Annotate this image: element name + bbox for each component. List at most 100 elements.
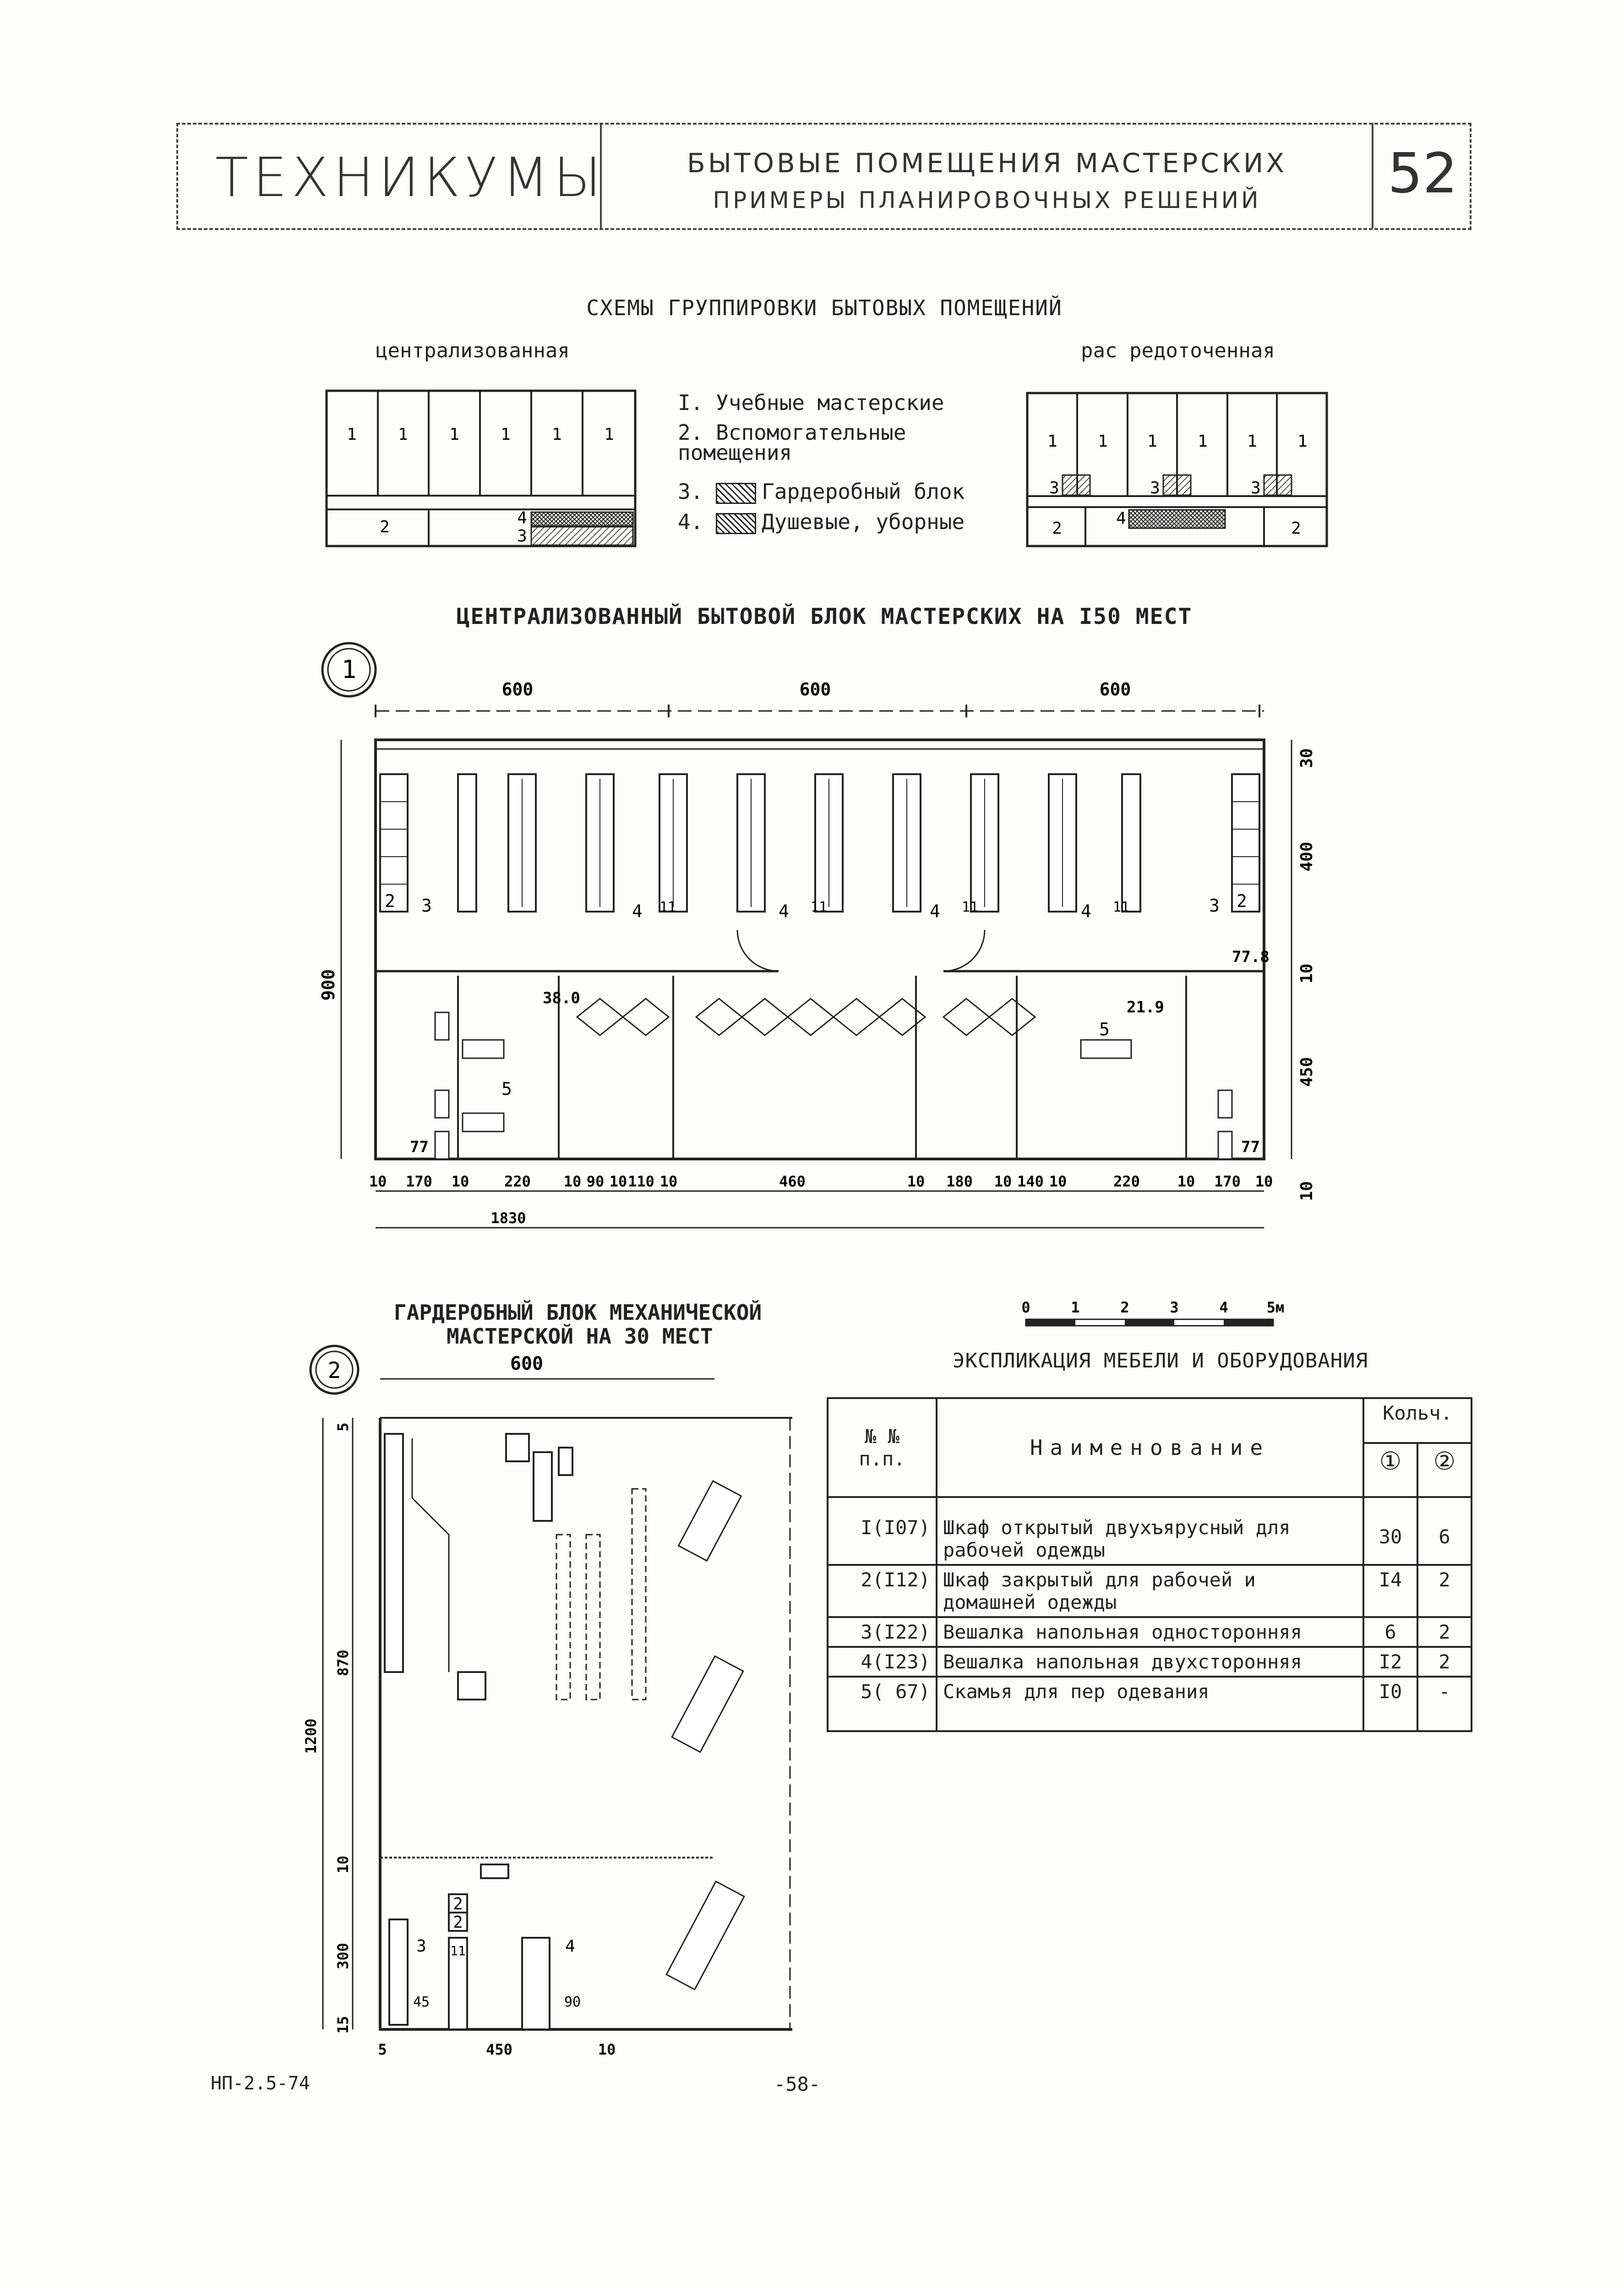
legend-text-4: Душевые, уборные bbox=[762, 509, 965, 534]
plan2-label-4: 4 bbox=[565, 1937, 575, 1956]
plan1-bottom-dim-15: 10 bbox=[1049, 1173, 1067, 1190]
scheme-left-cell-5: 1 bbox=[552, 425, 562, 444]
plan2-bottom-dim-3: 10 bbox=[598, 2041, 616, 2058]
scheme-right-mark-3a: 3 bbox=[1049, 479, 1059, 497]
scheme-left-cell-1: 1 bbox=[347, 425, 357, 444]
scheme-left-caption: централизованная bbox=[376, 339, 570, 362]
row-name: Скамья для пер одевания bbox=[936, 1676, 1364, 1732]
legend-text-3: Гардеробный блок bbox=[762, 479, 965, 504]
row-q2: - bbox=[1417, 1676, 1472, 1732]
sheet-number: 52 bbox=[1388, 142, 1458, 206]
scheme-left-cell-3: 1 bbox=[449, 425, 459, 444]
row-q2: 2 bbox=[1417, 1646, 1472, 1678]
plan2-left-dim-5: 15 bbox=[334, 2016, 352, 2034]
plan2-title-line2: МАСТЕРСКОЙ НА 30 МЕСТ bbox=[447, 1324, 713, 1349]
explication-subheader-row: ① ② bbox=[828, 1442, 1472, 1498]
plan2-marker: 2 bbox=[328, 1358, 341, 1383]
plan2-label-2b: 2 bbox=[453, 1913, 463, 1932]
row-num: 5( 67) bbox=[827, 1676, 937, 1732]
plan1-top-dim-2: 600 bbox=[800, 679, 831, 700]
scale-label-0: 0 bbox=[1021, 1299, 1030, 1316]
plan2-left-dim-2: 870 bbox=[334, 1650, 352, 1676]
row-name: Вешалка напольная односторонняя bbox=[936, 1616, 1364, 1648]
plan2-label-45: 45 bbox=[413, 1994, 430, 2010]
plan1-bottom-dim-13: 10 bbox=[994, 1173, 1012, 1190]
plan1-bottom-dim-16: 220 bbox=[1113, 1173, 1140, 1190]
table-row: 2(I12) Шкаф закрытый для рабочей и домаш… bbox=[827, 1564, 1472, 1618]
legend-item-3: 3. Гардеробный блок bbox=[678, 479, 965, 504]
plan2-drawing: 2 600 2 2 3 4 11 45 90 bbox=[302, 1345, 792, 2058]
row-q2: 2 bbox=[1417, 1564, 1472, 1618]
row-name: Вешалка напольная двухсторонняя bbox=[936, 1646, 1364, 1678]
scheme-right-aux-right: 2 bbox=[1291, 519, 1301, 538]
plan1-label-5b: 5 bbox=[1099, 1019, 1110, 1039]
plan1-bottom-dim-8: 110 bbox=[628, 1173, 654, 1190]
plan1-label-11a: 11 bbox=[659, 899, 676, 915]
plan2-title-line1: ГАРДЕРОБНЫЙ БЛОК МЕХАНИЧЕСКОЙ bbox=[394, 1300, 762, 1325]
header-title-line1: БЫТОВЫЕ ПОМЕЩЕНИЯ МАСТЕРСКИХ bbox=[687, 148, 1287, 179]
table-row: 3(I22) Вешалка напольная односторонняя 6… bbox=[827, 1616, 1472, 1648]
row-num: 3(I22) bbox=[827, 1616, 937, 1648]
plan1-bottom-dim-14: 140 bbox=[1017, 1173, 1044, 1190]
legend-num-4: 4. bbox=[678, 509, 703, 534]
col-qty-2-header: ② bbox=[1417, 1442, 1472, 1498]
row-num: I(I07) bbox=[827, 1496, 937, 1566]
plan2-label-11: 11 bbox=[450, 1943, 466, 1958]
scheme-centralized-diagram: 1 1 1 1 1 1 2 4 3 bbox=[325, 389, 637, 547]
plan1-area-4: 77 bbox=[410, 1138, 429, 1156]
row-num: 4(I23) bbox=[827, 1646, 937, 1678]
scheme-right-cell-6: 1 bbox=[1297, 432, 1308, 451]
scale-label-2: 2 bbox=[1120, 1299, 1129, 1316]
plan1-bottom-dim-4: 220 bbox=[504, 1173, 531, 1190]
plan1-bottom-dim-12: 180 bbox=[946, 1173, 973, 1190]
scheme-right-mark-3b: 3 bbox=[1150, 479, 1160, 497]
plan1-right-dim-1: 30 bbox=[1297, 748, 1316, 768]
plan1-label-5a: 5 bbox=[501, 1079, 512, 1099]
header-category: ТЕХНИКУМЫ bbox=[215, 146, 606, 209]
explication-table: № № п.п. Наименование Кольч. ① ② I(I07) … bbox=[827, 1397, 1472, 1732]
plan2-total-left-dim: 1200 bbox=[302, 1718, 320, 1754]
plan1-marker: 1 bbox=[342, 655, 357, 684]
col-name-header: Наименование bbox=[936, 1397, 1364, 1498]
plan1-label-11c: 11 bbox=[962, 899, 978, 915]
scheme-right-mark-3c: 3 bbox=[1251, 479, 1261, 497]
legend-item-1: I. Учебные мастерские bbox=[678, 390, 944, 415]
scheme-right-caption: рас редоточенная bbox=[1081, 339, 1275, 362]
plan1-area-1: 38.0 bbox=[543, 989, 580, 1007]
legend-num-1: I. bbox=[678, 390, 703, 415]
row-q1: I2 bbox=[1362, 1646, 1418, 1678]
scale-label-3: 3 bbox=[1170, 1299, 1178, 1316]
table-row: I(I07) Шкаф открытый двухъярусный для ра… bbox=[827, 1496, 1472, 1566]
plan1-right-dim-2: 400 bbox=[1297, 842, 1316, 871]
plan1-right-dim-3: 10 bbox=[1297, 963, 1316, 983]
explication-header-row: № № п.п. Наименование Кольч. bbox=[827, 1397, 1472, 1498]
plan2-label-90: 90 bbox=[564, 1994, 581, 2010]
scale-label-5: 5м bbox=[1267, 1299, 1285, 1316]
scheme-left-aux: 2 bbox=[380, 518, 390, 536]
scheme-right-cell-3: 1 bbox=[1147, 432, 1157, 451]
scheme-left-cell-4: 1 bbox=[501, 425, 511, 444]
row-q2: 2 bbox=[1417, 1616, 1472, 1648]
row-q1: 30 bbox=[1362, 1496, 1418, 1566]
scheme-left-cell-2: 1 bbox=[398, 425, 408, 444]
wardrobe-hatch-swatch bbox=[716, 482, 757, 504]
plan1-label-2b: 2 bbox=[1237, 891, 1247, 911]
scheme-left-mark-3: 3 bbox=[517, 527, 527, 546]
row-q2: 6 bbox=[1417, 1496, 1472, 1566]
footer-code: НП-2.5-74 bbox=[211, 2073, 310, 2094]
plan2-bottom-dim-2: 450 bbox=[486, 2041, 512, 2058]
scheme-left-cell-6: 1 bbox=[604, 425, 614, 444]
header-divider-2 bbox=[1372, 123, 1373, 228]
plan2-left-dim-4: 300 bbox=[334, 1943, 352, 1969]
legend-item-4: 4. Душевые, уборные bbox=[678, 509, 965, 534]
plan1-bottom-dim-1: 10 bbox=[369, 1173, 387, 1190]
plan1-left-dim: 900 bbox=[318, 969, 338, 1001]
row-num: 2(I12) bbox=[827, 1564, 937, 1618]
plan1-bottom-dim-10: 460 bbox=[779, 1173, 806, 1190]
scheme-distributed-diagram: 1 1 1 1 1 1 3 3 3 4 2 2 bbox=[1026, 392, 1328, 547]
schemes-title: СХЕМЫ ГРУППИРОВКИ БЫТОВЫХ ПОМЕЩЕНИЙ bbox=[586, 295, 1063, 320]
row-name: Шкаф открытый двухъярусный для рабочей о… bbox=[936, 1496, 1364, 1566]
plan1-area-3: 77.8 bbox=[1232, 948, 1270, 966]
legend-num-3: 3. bbox=[678, 479, 703, 504]
